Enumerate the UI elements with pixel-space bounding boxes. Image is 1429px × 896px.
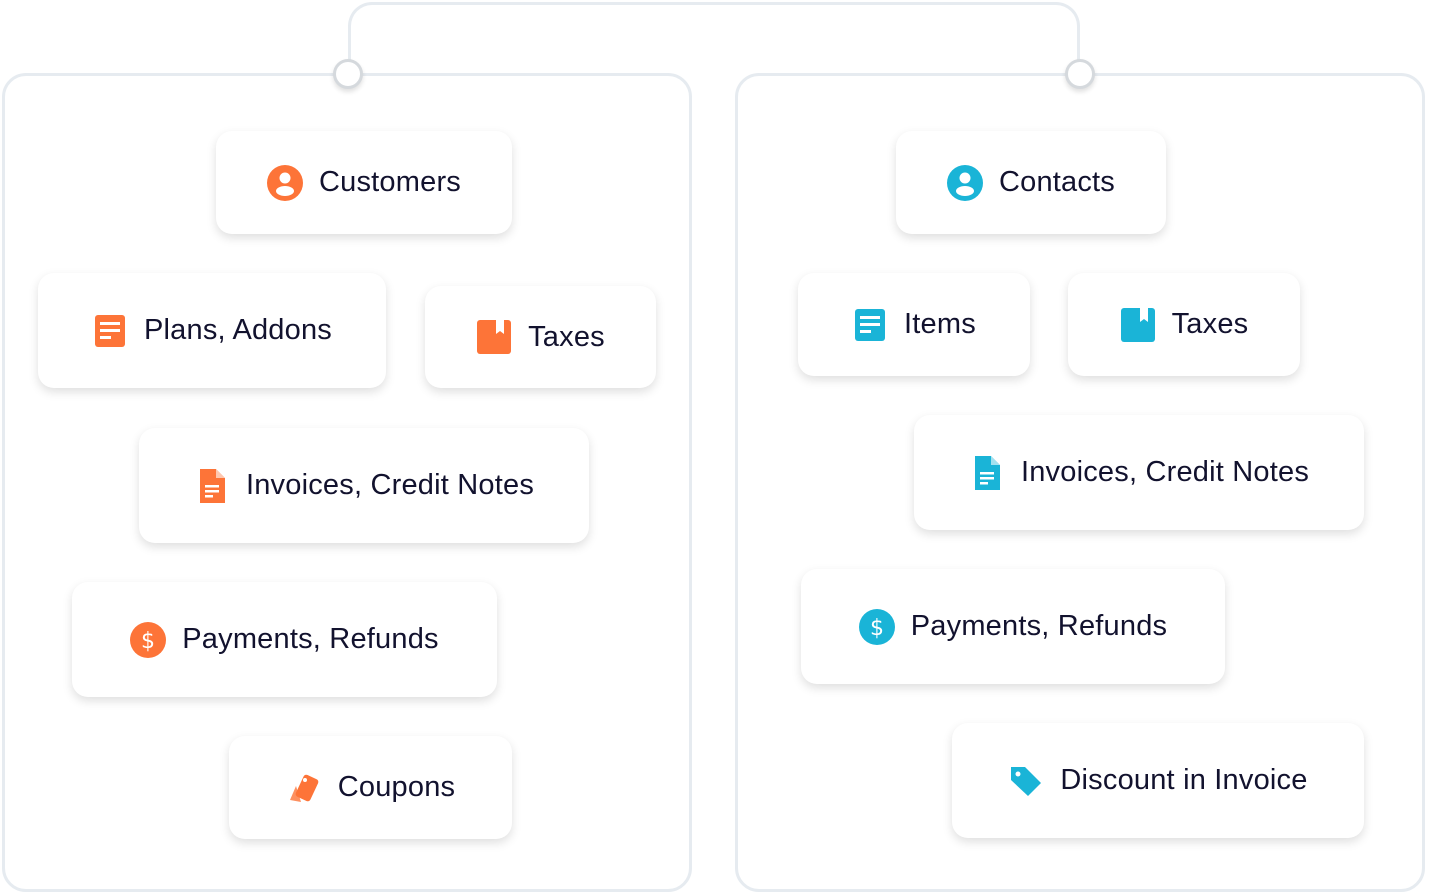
file-icon [969,455,1005,491]
right-connector-node [1065,59,1095,89]
dollar-circle-icon [859,609,895,645]
card-taxes: Taxes [425,286,656,388]
list-doc-icon [92,313,128,349]
bookmark-book-icon [476,319,512,355]
card-label: Coupons [337,771,456,803]
card-label: Contacts [998,166,1116,198]
card-taxes: Taxes [1068,273,1300,376]
card-discount-in-invoice: Discount in Invoice [952,723,1364,838]
card-payments-refunds: Payments, Refunds [72,582,497,697]
coupon-icon [286,770,322,806]
card-customers: Customers [216,131,512,234]
card-coupons: Coupons [229,736,512,839]
bookmark-book-icon [1120,307,1156,343]
card-label: Invoices, Credit Notes [1020,456,1310,488]
connector-line [348,2,1080,74]
card-label: Taxes [528,320,605,353]
card-label: Discount in Invoice [1060,764,1308,796]
card-items: Items [798,273,1030,376]
file-icon [194,468,230,504]
card-payments-refunds: Payments, Refunds [801,569,1225,684]
card-label: Invoices, Credit Notes [245,469,535,501]
card-contacts: Contacts [896,131,1166,234]
left-connector-node [333,59,363,89]
tag-icon [1008,763,1044,799]
card-invoices-credit-notes: Invoices, Credit Notes [914,415,1364,530]
user-circle-icon [267,165,303,201]
user-circle-icon [947,165,983,201]
card-label: Payments, Refunds [182,623,439,655]
list-doc-icon [852,307,888,343]
card-label: Items [904,308,976,340]
card-label: Plans, Addons [143,314,332,346]
card-label: Taxes [1171,308,1249,340]
card-label: Customers [319,166,461,198]
card-label: Payments, Refunds [910,610,1168,642]
dollar-circle-icon [130,622,166,658]
card-plans-addons: Plans, Addons [38,273,386,388]
card-invoices-credit-notes: Invoices, Credit Notes [139,428,589,543]
